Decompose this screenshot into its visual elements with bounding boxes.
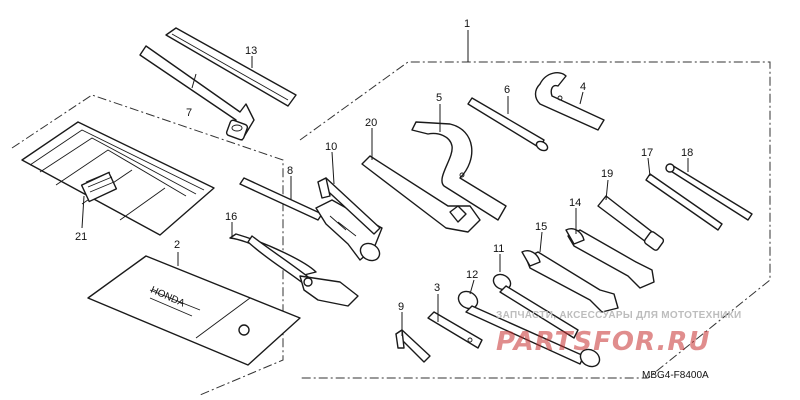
screwdriver-phillips <box>665 163 753 221</box>
callout-14: 14 <box>569 197 581 209</box>
callout-20: 20 <box>365 117 377 129</box>
callout-5: 5 <box>436 92 442 104</box>
callout-13: 13 <box>245 45 257 57</box>
hex-key-large <box>317 177 381 235</box>
hex-key-small <box>395 329 431 363</box>
leader-lines <box>81 30 689 336</box>
spanner-plate <box>427 311 483 349</box>
callout-18: 18 <box>681 147 693 159</box>
diagram-code: MBG4-F8400A <box>642 370 709 381</box>
callout-9: 9 <box>398 301 404 313</box>
pin-spanner <box>361 155 481 233</box>
ring-wrench-12 <box>457 290 601 368</box>
screwdriver-shaft <box>467 97 549 152</box>
screwdriver-grip <box>597 195 665 251</box>
watermark: ЗАПЧАСТИ, АКСЕССУАРЫ ДЛЯ МОТОТЕХНИКИ PAR… <box>496 310 742 357</box>
callout-3: 3 <box>434 282 440 294</box>
watermark-tagline: ЗАПЧАСТИ, АКСЕССУАРЫ ДЛЯ МОТОТЕХНИКИ <box>496 310 742 321</box>
callout-11: 11 <box>493 243 504 255</box>
callout-1: 1 <box>464 18 470 30</box>
open-end-wrench-15 <box>521 250 619 313</box>
pliers <box>229 233 359 307</box>
spark-plug-wrench <box>239 177 383 262</box>
callout-17: 17 <box>641 147 653 159</box>
callout-10: 10 <box>325 141 337 153</box>
callout-21: 21 <box>75 231 87 243</box>
callout-19: 19 <box>601 168 613 180</box>
callout-15: 15 <box>535 221 547 233</box>
tool-bag <box>21 121 215 236</box>
callout-4: 4 <box>580 81 586 93</box>
hook-spanner <box>411 121 507 221</box>
callout-12: 12 <box>466 269 478 281</box>
watermark-brand: PARTSFOR.RU <box>496 327 710 357</box>
callout-16: 16 <box>225 211 237 223</box>
callout-7: 7 <box>186 107 192 119</box>
folded-tool-bag: HONDA <box>87 255 301 366</box>
callout-8: 8 <box>287 165 293 177</box>
callout-2: 2 <box>174 239 180 251</box>
box-spanner <box>139 45 255 141</box>
callout-labels: 1 2 3 4 5 6 7 8 9 10 11 12 13 14 15 16 1… <box>75 18 693 313</box>
screwdriver-flat <box>645 173 723 231</box>
open-end-wrench-14 <box>565 228 655 289</box>
callout-6: 6 <box>504 84 510 96</box>
tool-set-frame <box>11 61 771 396</box>
ring-wrench-11 <box>492 273 579 339</box>
handle-bar <box>165 27 297 107</box>
pin-spanner-small <box>534 72 605 131</box>
